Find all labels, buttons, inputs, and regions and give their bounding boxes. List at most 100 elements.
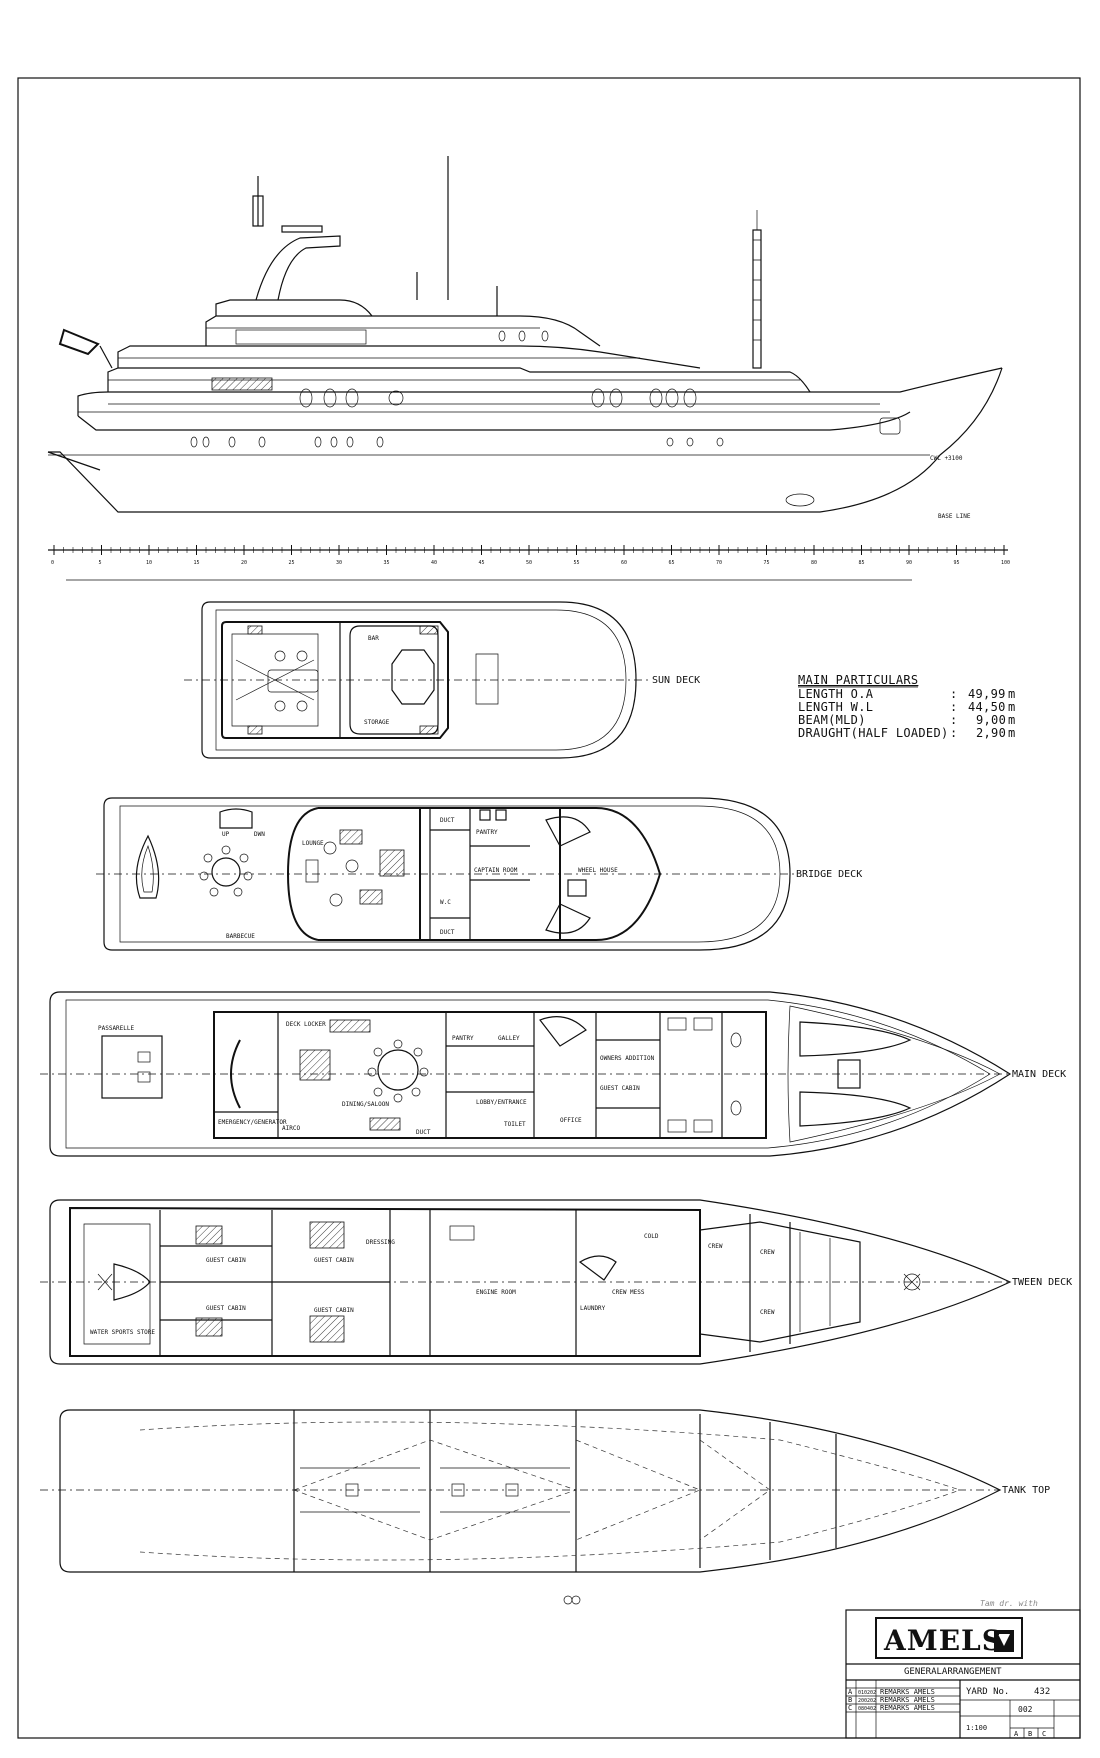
scale-tick-label: 65 — [669, 560, 675, 566]
svg-text:49,99: 49,99 — [968, 687, 1006, 701]
room-label: PANTRY — [476, 829, 498, 836]
room-label: ENGINE ROOM — [476, 1289, 516, 1296]
svg-text:9,00: 9,00 — [976, 713, 1006, 727]
room-label: BARBECUE — [226, 933, 255, 940]
particular-row: LENGTH W.L : 44,50 m — [798, 700, 1015, 714]
room-label: LAUNDRY — [580, 1305, 606, 1312]
room-label: DINING/SALOON — [342, 1101, 389, 1108]
svg-text:2,90: 2,90 — [976, 726, 1006, 740]
scale-tick-label: 30 — [336, 560, 342, 566]
deck-label: SUN DECK — [652, 675, 700, 686]
svg-text:LENGTH W.L: LENGTH W.L — [798, 700, 873, 714]
scale-tick-label: 0 — [51, 560, 54, 566]
scale-tick-label: 60 — [621, 560, 627, 566]
svg-text:REMARKS AMELS: REMARKS AMELS — [880, 1688, 935, 1696]
svg-text::: : — [950, 713, 958, 727]
particular-row: LENGTH O.A : 49,99 m — [798, 687, 1015, 701]
svg-text:DRAUGHT(HALF LOADED): DRAUGHT(HALF LOADED) — [798, 726, 949, 740]
deck-label: TANK TOP — [1002, 1485, 1050, 1496]
yard-label: YARD No. — [966, 1687, 1009, 1697]
room-label: TOILET — [504, 1121, 526, 1128]
scale-tick-label: 50 — [526, 560, 532, 566]
room-label: WHEEL HOUSE — [578, 867, 618, 874]
revision-table: A 010202 REMARKS AMELS B 200202 REMARKS … — [846, 1680, 961, 1738]
room-label: BAR — [368, 635, 379, 642]
svg-text:B: B — [1028, 1730, 1032, 1738]
scale-tick-label: 10 — [146, 560, 152, 566]
deck-label: TWEEN DECK — [1012, 1277, 1072, 1288]
room-label: W.C — [440, 899, 451, 906]
room-label: AIRCO — [282, 1125, 300, 1132]
svg-text:44,50: 44,50 — [968, 700, 1006, 714]
svg-text::: : — [950, 726, 958, 740]
room-label: CREW — [760, 1309, 775, 1316]
yard-number: 432 — [1034, 1687, 1050, 1697]
main-particulars-title: MAIN PARTICULARS — [798, 673, 918, 687]
drawing-title: GENERALARRANGEMENT — [904, 1667, 1002, 1677]
svg-text:BEAM(MLD): BEAM(MLD) — [798, 713, 866, 727]
profile-view: CWL +3100 BASE LINE — [47, 156, 1003, 520]
room-label: CAPTAIN ROOM — [474, 867, 518, 874]
tween-deck-plan: WATER SPORTS STORE GUEST CABIN GUEST CAB… — [40, 1199, 1072, 1365]
room-label: CREW MESS — [612, 1289, 645, 1296]
svg-text:C: C — [1042, 1730, 1046, 1738]
scale-tick-label: 15 — [194, 560, 200, 566]
signature: Tam dr. with — [980, 1599, 1038, 1608]
room-label: DUCT — [416, 1129, 431, 1136]
room-label: OFFICE — [560, 1117, 582, 1124]
deck-label: MAIN DECK — [1012, 1069, 1066, 1080]
room-label: OWNERS ADDITION — [600, 1055, 655, 1062]
svg-text:A: A — [1014, 1730, 1019, 1738]
room-label: GUEST CABIN — [600, 1085, 640, 1092]
cwl-label: CWL +3100 — [930, 455, 963, 462]
room-label: GUEST CABIN — [206, 1305, 246, 1312]
deck-label: BRIDGE DECK — [796, 869, 862, 880]
room-label: COLD — [644, 1233, 659, 1240]
scale-tick-label: 80 — [811, 560, 817, 566]
svg-text::: : — [950, 700, 958, 714]
particular-row: BEAM(MLD) : 9,00 m — [798, 713, 1015, 727]
scale-tick-label: 55 — [574, 560, 580, 566]
scale-tick-label: 75 — [764, 560, 770, 566]
svg-text:B: B — [848, 1696, 852, 1704]
main-particulars-table: MAIN PARTICULARS LENGTH O.A : 49,99 m LE… — [798, 673, 1015, 740]
room-label: LOUNGE — [302, 840, 324, 847]
sheet-border — [17, 77, 1081, 1739]
room-label: GUEST CABIN — [314, 1307, 354, 1314]
scale-tick-label: 40 — [431, 560, 437, 566]
base-line-label: BASE LINE — [938, 513, 971, 520]
svg-text:200202: 200202 — [858, 1698, 876, 1704]
room-label: GUEST CABIN — [314, 1257, 354, 1264]
svg-text:REMARKS AMELS: REMARKS AMELS — [880, 1696, 935, 1704]
scale-tick-label: 5 — [99, 560, 102, 566]
svg-text:C: C — [848, 1704, 852, 1712]
scale-tick-label: 20 — [241, 560, 247, 566]
room-label: UP — [222, 831, 230, 838]
svg-text:REMARKS AMELS: REMARKS AMELS — [880, 1704, 935, 1712]
room-label: WATER SPORTS STORE — [90, 1329, 155, 1336]
scale-tick-label: 85 — [859, 560, 865, 566]
room-label: GALLEY — [498, 1035, 520, 1042]
room-label: CREW — [760, 1249, 775, 1256]
room-label: CREW — [708, 1243, 723, 1250]
svg-text:010202: 010202 — [858, 1690, 876, 1696]
scale-tick-label: 95 — [954, 560, 960, 566]
room-label: DUCT — [440, 817, 455, 824]
main-deck-plan: PASSARELLE EMERGENCY/GENERATOR AIRCO DEC… — [40, 991, 1066, 1157]
room-label: EMERGENCY/GENERATOR — [218, 1119, 287, 1126]
amels-logo-mark — [994, 1630, 1014, 1652]
drawing-scale: 1:100 — [966, 1724, 987, 1732]
amels-logo: AMELS — [883, 1624, 1003, 1657]
room-label: GUEST CABIN — [206, 1257, 246, 1264]
svg-text:LENGTH O.A: LENGTH O.A — [798, 687, 874, 701]
scale-tick-label: 45 — [479, 560, 485, 566]
tank-top-plan: TANK TOP — [40, 1409, 1050, 1605]
svg-text:A: A — [848, 1688, 853, 1696]
svg-text:080402: 080402 — [858, 1706, 876, 1712]
title-block: Tam dr. with AMELS GENERALARRANGEMENT A … — [845, 1599, 1081, 1739]
bridge-deck-plan: UP DWN BARBECUE LOUNGE DUCT DUCT W.C PAN… — [96, 797, 862, 951]
room-label: PASSARELLE — [98, 1025, 135, 1032]
scale-tick-label: 90 — [906, 560, 912, 566]
